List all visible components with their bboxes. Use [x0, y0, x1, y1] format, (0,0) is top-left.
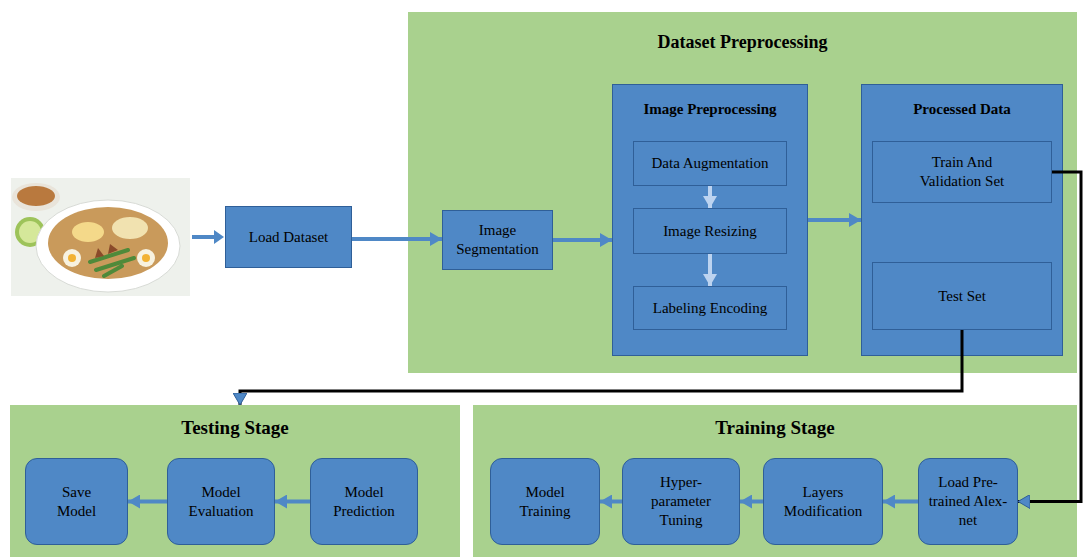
- box-label: Load Dataset: [249, 228, 329, 247]
- stage-step-box: Model Training: [490, 458, 600, 545]
- process-box: Image Resizing: [633, 208, 787, 254]
- panel-title: Processed Data: [862, 101, 1062, 118]
- box-label: Layers Modification: [776, 483, 871, 521]
- panel-title: Training Stage: [473, 417, 1077, 439]
- box-label: Data Augmentation: [651, 154, 768, 173]
- arrow-head: [214, 230, 224, 244]
- box-label: Load Pre- trained Alex-net: [928, 473, 1008, 529]
- plate: [36, 200, 180, 292]
- photo-ground: [11, 178, 190, 296]
- egg: [137, 249, 155, 267]
- salad: [48, 207, 168, 279]
- cracker: [72, 222, 104, 242]
- stage-panel: Training StageModel Training Hyper- param…: [473, 405, 1077, 557]
- stage-step-box: Save Model: [25, 458, 128, 545]
- process-box: Test Set: [872, 262, 1052, 330]
- tofu: [95, 244, 118, 258]
- box-label: Model Evaluation: [181, 483, 261, 521]
- peanut-sauce: [17, 186, 55, 206]
- group-box: Processed DataTrain And Validation SetTe…: [861, 84, 1063, 356]
- stage-panel: Dataset PreprocessingImage Segmentation I…: [408, 12, 1077, 373]
- stage-step-box: Model Prediction: [310, 458, 418, 545]
- stage-step-box: Layers Modification: [763, 458, 883, 545]
- box-label: Image Segmentation: [450, 221, 545, 259]
- process-box: Train And Validation Set: [872, 141, 1052, 203]
- box-label: Labeling Encoding: [653, 299, 768, 318]
- flow-arrow: [192, 235, 216, 239]
- panel-title: Dataset Preprocessing: [408, 32, 1077, 53]
- process-box: Labeling Encoding: [633, 286, 787, 330]
- sauce-bowl: [12, 183, 60, 211]
- panel-title: Testing Stage: [10, 417, 460, 439]
- process-box: Data Augmentation: [633, 141, 787, 186]
- box-label: Model Training: [510, 483, 580, 521]
- egg-yolk: [68, 254, 76, 262]
- stage-step-box: Model Evaluation: [167, 458, 275, 545]
- egg-yolk: [142, 254, 150, 262]
- box-label: Image Resizing: [663, 222, 757, 241]
- process-box: Image Segmentation: [442, 210, 553, 270]
- box-label: Hyper- parameter Tuning: [641, 473, 721, 529]
- process-box: Load Dataset: [225, 206, 352, 268]
- box-label: Save Model: [49, 483, 104, 521]
- stage-panel: Testing StageSave Model Model Evaluation M…: [10, 405, 460, 557]
- group-box: Image PreprocessingData AugmentationImag…: [612, 84, 808, 356]
- box-label: Test Set: [938, 287, 986, 306]
- box-label: Train And Validation Set: [902, 153, 1022, 191]
- egg: [63, 249, 81, 267]
- stage-step-box: Load Pre- trained Alex-net: [918, 458, 1018, 545]
- panel-title: Image Preprocessing: [613, 101, 807, 118]
- stage-step-box: Hyper- parameter Tuning: [622, 458, 740, 545]
- cracker: [112, 217, 148, 239]
- box-label: Model Prediction: [324, 483, 404, 521]
